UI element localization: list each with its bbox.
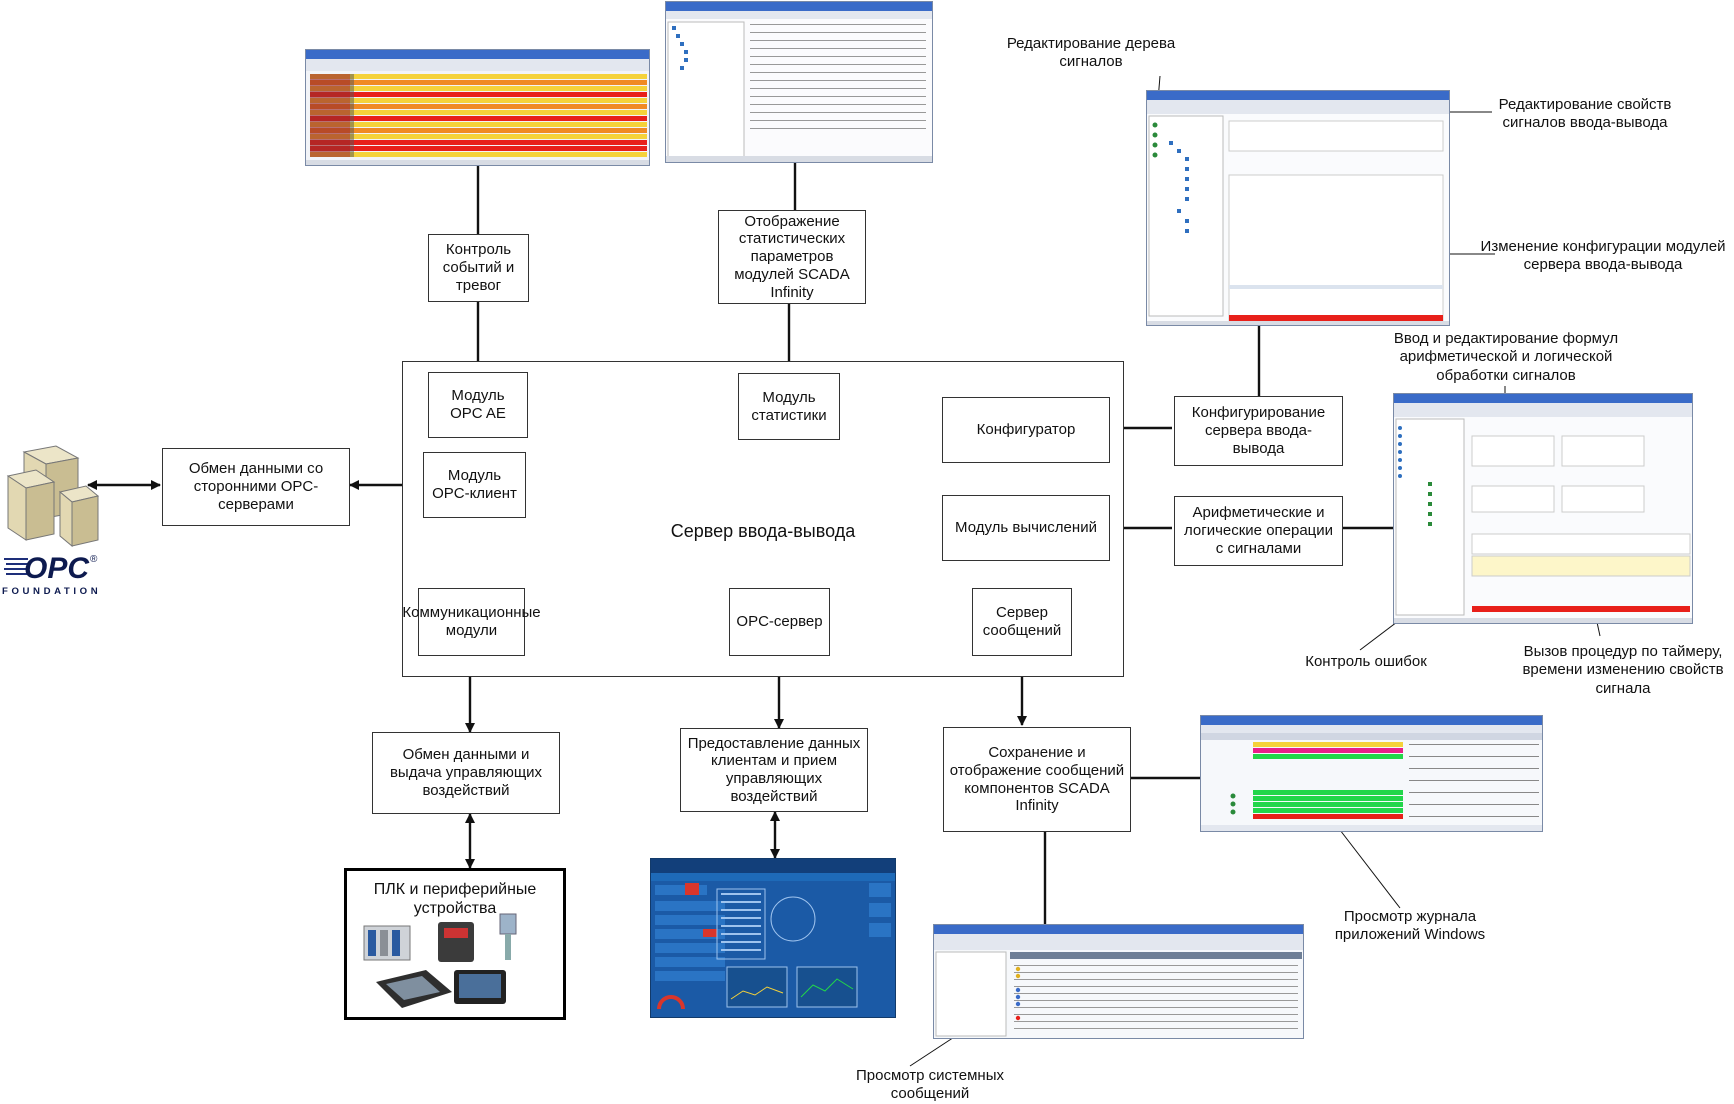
box-opc-exchange: Обмен данными со сторонними OPC-серверам… <box>162 448 350 526</box>
box-io-config: Конфигурирование сервера ввода-вывода <box>1174 396 1343 466</box>
svg-text:®: ® <box>90 554 98 565</box>
box-data-exchange: Обмен данными и выдача управляющих возде… <box>372 732 560 814</box>
module-opc-server: OPC-сервер <box>729 588 830 656</box>
box-arith-logic: Арифметические и логические операции с с… <box>1174 496 1343 566</box>
module-statistics: Модуль статистики <box>738 373 840 440</box>
label-props-edit: Редактирование свойств сигналов ввода-вы… <box>1498 96 1672 132</box>
configurator-screenshot <box>1146 90 1450 326</box>
label-proc-call: Вызов процедур по таймеру, времени измен… <box>1522 643 1724 697</box>
box-stats-display: Отображение статистических параметров мо… <box>718 210 866 304</box>
module-opc-client: Модуль OPC-клиент <box>423 452 526 518</box>
pointer-win-log <box>1339 829 1401 909</box>
label-win-log: Просмотр журнала приложений Windows <box>1334 908 1486 944</box>
opc-logo-text: OPC <box>24 552 90 585</box>
module-opc-ae: Модуль OPC AE <box>428 372 528 438</box>
windows-app-log-screenshot <box>1200 715 1543 832</box>
sensor-image <box>499 913 517 935</box>
io-server-title: Сервер ввода-вывода <box>670 521 856 541</box>
module-configurator: Конфигуратор <box>942 397 1110 463</box>
label-error-control: Контроль ошибок <box>1305 653 1427 670</box>
label-config-change: Изменение конфигурации модулей сервера в… <box>1480 238 1726 274</box>
server-cluster-icon <box>6 445 100 548</box>
module-calc: Модуль вычислений <box>942 495 1110 561</box>
formula-editor-screenshot <box>1393 393 1693 624</box>
label-sys-msgs: Просмотр системных сообщений <box>856 1067 1004 1103</box>
statistics-screenshot <box>665 1 933 163</box>
events-alarms-screenshot <box>305 49 650 166</box>
box-messages: Сохранение и отображение сообщений компо… <box>943 727 1131 832</box>
label-formula-edit: Ввод и редактирование формул арифметичес… <box>1393 330 1619 384</box>
scada-screen-screenshot <box>650 858 896 1018</box>
box-clients: Предоставление данных клиентам и прием у… <box>680 728 868 812</box>
opc-logo-subtext: FOUNDATION <box>2 586 101 597</box>
opc-foundation-graphic: OPC ® FOUNDATION <box>2 445 101 597</box>
system-events-screenshot <box>933 924 1304 1039</box>
module-msg-server: Сервер сообщений <box>972 588 1072 656</box>
label-tree-edit: Редактирование дерева сигналов <box>1006 35 1176 71</box>
plc-label: ПЛК и периферийные устройства <box>373 881 537 917</box>
opc-logo: OPC ® FOUNDATION <box>2 552 101 597</box>
module-comm: Коммуникационные модули <box>402 588 541 656</box>
plc-device-images <box>363 913 517 1008</box>
box-events-alarms: Контроль событий и тревог <box>428 234 529 302</box>
